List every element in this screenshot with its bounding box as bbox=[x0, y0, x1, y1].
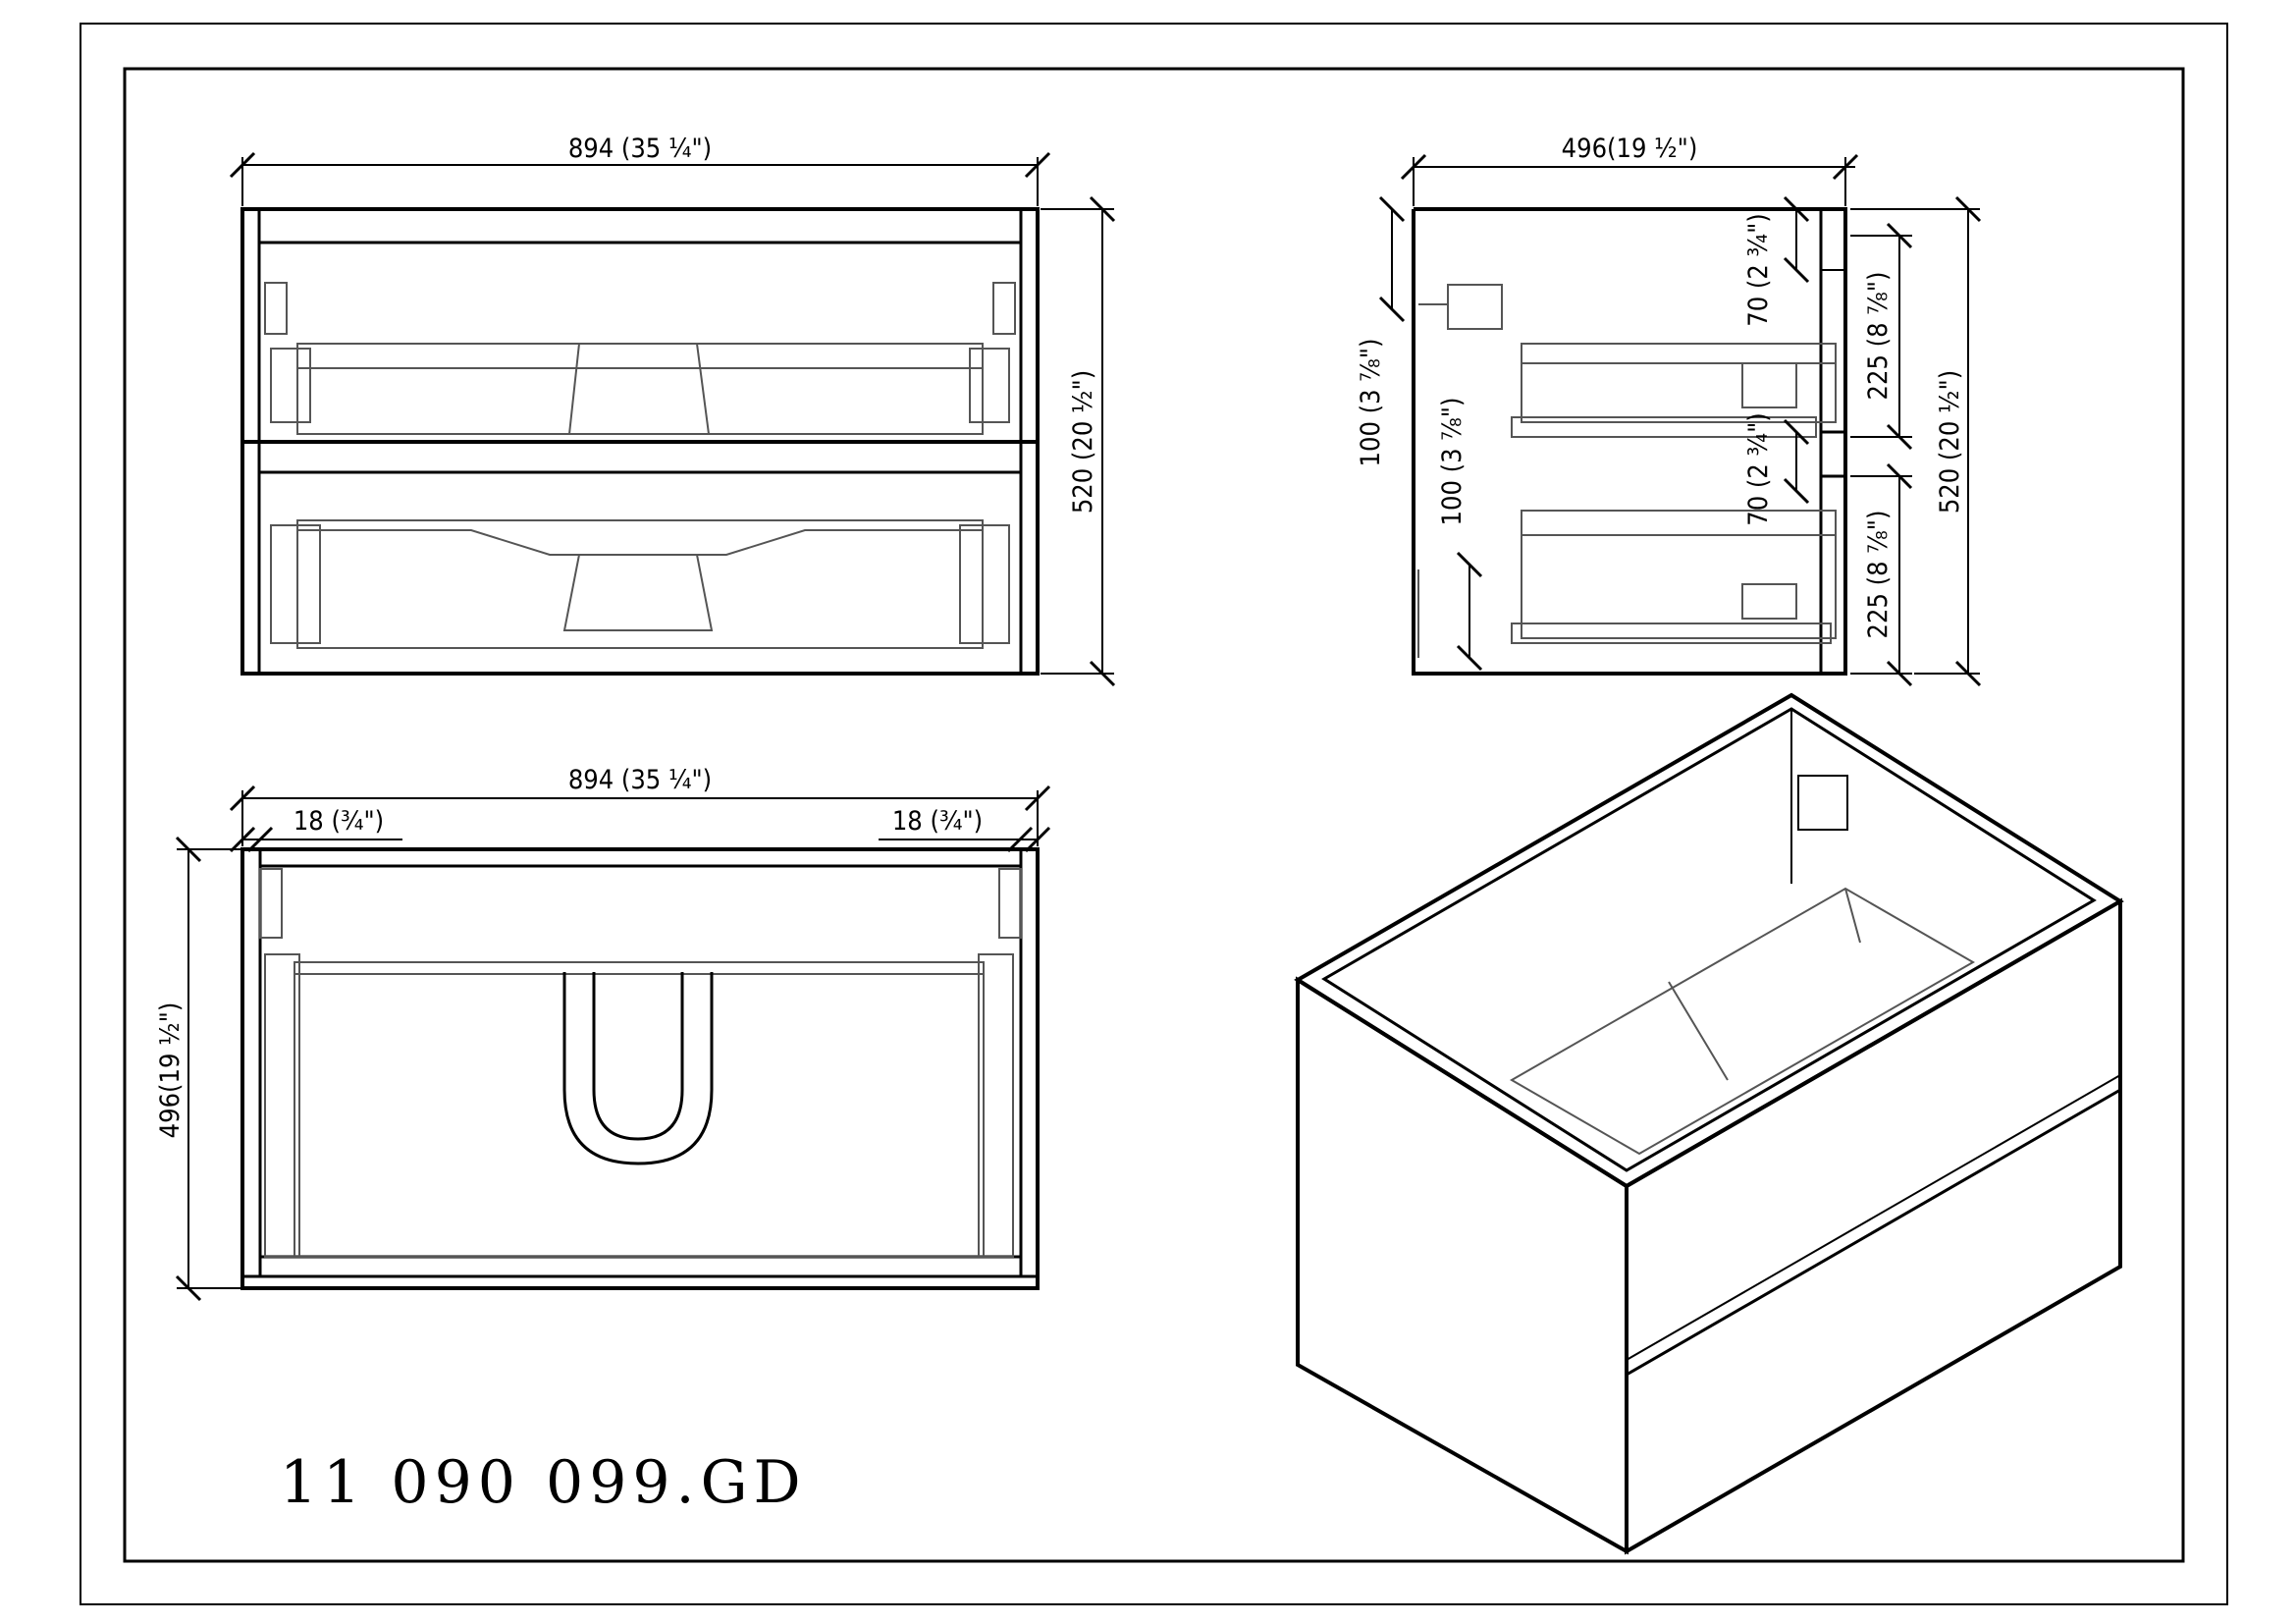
top-panel-left-dim: 18 (¾") bbox=[294, 806, 384, 837]
inner-frame bbox=[123, 67, 2185, 1563]
side-height-dim: 520 (20 ½") bbox=[1935, 370, 1965, 514]
isometric-view bbox=[1294, 692, 2124, 1555]
top-width-dim: 894 (35 ¼") bbox=[568, 765, 712, 795]
drawing-code: 11 090 099.GD bbox=[280, 1448, 807, 1517]
side-depth-dim: 496(19 ½") bbox=[1562, 134, 1698, 164]
top-view: 894 (35 ¼") 18 (¾") 18 (¾") 496(19 ½") bbox=[155, 765, 1051, 1302]
outer-frame bbox=[80, 23, 2228, 1605]
front-width-dim: 894 (35 ¼") bbox=[568, 134, 712, 164]
front-view: 894 (35 ¼") 520 (20 ½") bbox=[229, 134, 1116, 687]
side-drawer-lower-dim: 225 (8 ⅞") bbox=[1863, 511, 1894, 639]
top-depth-dim: 496(19 ½") bbox=[155, 1002, 186, 1139]
top-panel-right-dim: 18 (¾") bbox=[892, 806, 983, 837]
side-offset-upper-dim: 100 (3 ⅞") bbox=[1356, 339, 1386, 467]
side-drawer-upper-dim: 225 (8 ⅞") bbox=[1863, 272, 1894, 401]
side-view: 496(19 ½") 100 (3 ⅞") 100 (3 ⅞") 70 (2 ¾… bbox=[1356, 134, 1982, 687]
front-height-dim: 520 (20 ½") bbox=[1068, 370, 1098, 514]
side-gap-lower-dim: 70 (2 ¾") bbox=[1743, 412, 1774, 525]
side-gap-upper-dim: 70 (2 ¾") bbox=[1743, 213, 1774, 326]
side-offset-lower-dim: 100 (3 ⅞") bbox=[1437, 398, 1468, 526]
